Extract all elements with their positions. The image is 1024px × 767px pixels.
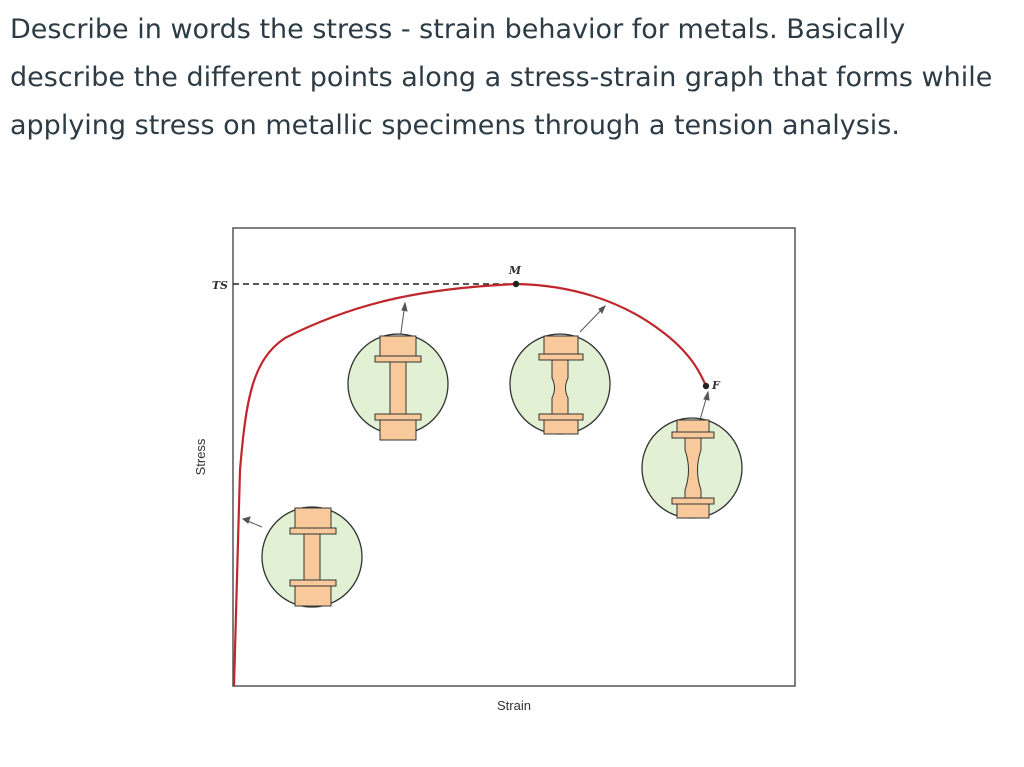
specimen-circle-3 [509, 333, 611, 435]
pointer-arrows [241, 301, 710, 528]
fracture-point-label: F [711, 379, 721, 392]
max-point-label: M [508, 264, 522, 277]
specimen-circle-4 [641, 417, 743, 519]
question-text: Describe in words the stress - strain be… [10, 6, 1015, 150]
fracture-point-marker [702, 382, 710, 390]
question-line-3: applying stress on metallic specimens th… [10, 110, 900, 141]
specimen-circle-1 [261, 506, 363, 608]
max-point-marker [512, 280, 520, 288]
question-line-2: describe the different points along a st… [10, 62, 993, 93]
ts-label: TS [212, 279, 228, 292]
x-axis-label: Strain [497, 698, 531, 713]
question-line-1: Describe in words the stress - strain be… [10, 14, 906, 45]
specimen-circle-2 [347, 333, 449, 441]
y-axis-label: Stress [193, 438, 208, 475]
stress-strain-curve [232, 282, 708, 687]
